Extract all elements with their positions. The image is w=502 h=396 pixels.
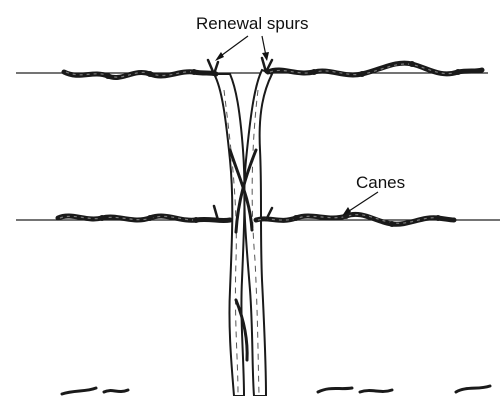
top-canes bbox=[64, 61, 482, 79]
renewal-spurs-label: Renewal spurs bbox=[196, 14, 308, 33]
canes-label: Canes bbox=[356, 173, 405, 192]
ground-line bbox=[62, 386, 490, 394]
renewal-spurs-arrows bbox=[215, 36, 269, 61]
vine-trunk bbox=[214, 70, 272, 396]
